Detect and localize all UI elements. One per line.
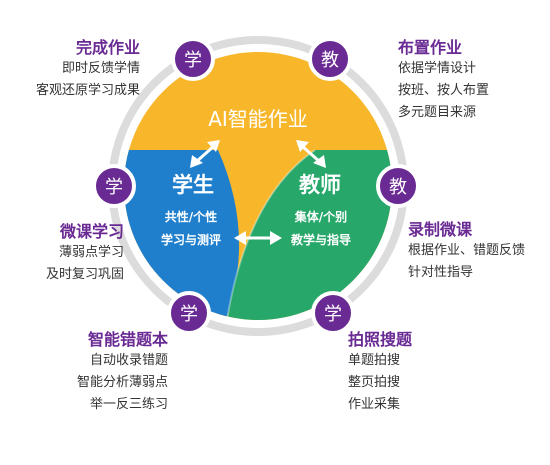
student-line-1: 共性/个性 — [165, 209, 217, 224]
group-line: 及时复习巩固 — [45, 267, 124, 282]
svg-text:学: 学 — [180, 304, 198, 325]
student-title: 学生 — [172, 173, 214, 197]
group-mistake-book: 智能错题本 自动收录错题 智能分析薄弱点 举一反三练习 — [77, 330, 168, 416]
group-assign-homework: 布置作业 依据学情设计 按班、按人布置 多元题目来源 — [398, 38, 489, 124]
group-line: 依据学情设计 — [398, 61, 477, 76]
group-line: 智能分析薄弱点 — [76, 375, 168, 390]
badge-learn-bottom-right: 学 — [311, 291, 355, 335]
region-divider — [223, 149, 316, 320]
center-title: AI智能作业 — [208, 107, 308, 131]
svg-text:学: 学 — [184, 50, 202, 71]
svg-text:教: 教 — [389, 177, 407, 198]
group-record-microlesson: 录制微课 根据作业、错题反馈 针对性指导 — [408, 220, 525, 284]
badge-learn-bottom-left: 学 — [167, 291, 211, 335]
group-line: 薄弱点学习 — [58, 245, 124, 260]
group-line: 根据作业、错题反馈 — [408, 243, 526, 258]
group-complete-homework: 完成作业 即时反馈学情 客观还原学习成果 — [36, 38, 140, 102]
group-line: 多元题目来源 — [398, 105, 477, 120]
group-microlesson-study: 微课学习 薄弱点学习 及时复习巩固 — [46, 222, 124, 286]
student-line-2: 学习与测评 — [161, 232, 221, 247]
group-line: 按班、按人布置 — [398, 83, 490, 98]
badge-teach-top: 教 — [308, 37, 352, 81]
svg-text:学: 学 — [324, 304, 342, 325]
group-line: 客观还原学习成果 — [35, 83, 140, 98]
group-line: 整页拍搜 — [348, 375, 401, 390]
group-line: 自动收录错题 — [89, 353, 168, 368]
badge-learn-top: 学 — [171, 37, 215, 81]
badge-learn-left: 学 — [92, 164, 136, 208]
group-photo-search: 拍照搜题 单题拍搜 整页拍搜 作业采集 — [348, 330, 412, 416]
group-title: 录制微课 — [408, 220, 473, 239]
double-arrow-left-icon — [190, 140, 220, 168]
svg-text:教: 教 — [321, 50, 339, 71]
badge-teach-right: 教 — [376, 164, 420, 208]
group-line: 作业采集 — [348, 397, 401, 412]
group-line: 即时反馈学情 — [61, 61, 140, 76]
teacher-line-1: 集体/个别 — [294, 209, 347, 224]
group-title: 智能错题本 — [87, 330, 168, 349]
teacher-line-2: 教学与指导 — [290, 232, 351, 247]
double-arrow-right-icon — [296, 140, 326, 168]
wheel-regions — [124, 52, 392, 320]
group-title: 完成作业 — [75, 38, 140, 57]
svg-text:学: 学 — [105, 177, 123, 198]
group-title: 拍照搜题 — [348, 330, 413, 349]
group-line: 单题拍搜 — [348, 353, 401, 368]
group-line: 针对性指导 — [408, 265, 474, 280]
group-title: 布置作业 — [398, 38, 463, 57]
group-title: 微课学习 — [59, 222, 124, 241]
group-line: 举一反三练习 — [89, 397, 168, 412]
double-arrow-horizontal-icon — [234, 231, 282, 245]
teacher-title: 教师 — [299, 173, 341, 197]
